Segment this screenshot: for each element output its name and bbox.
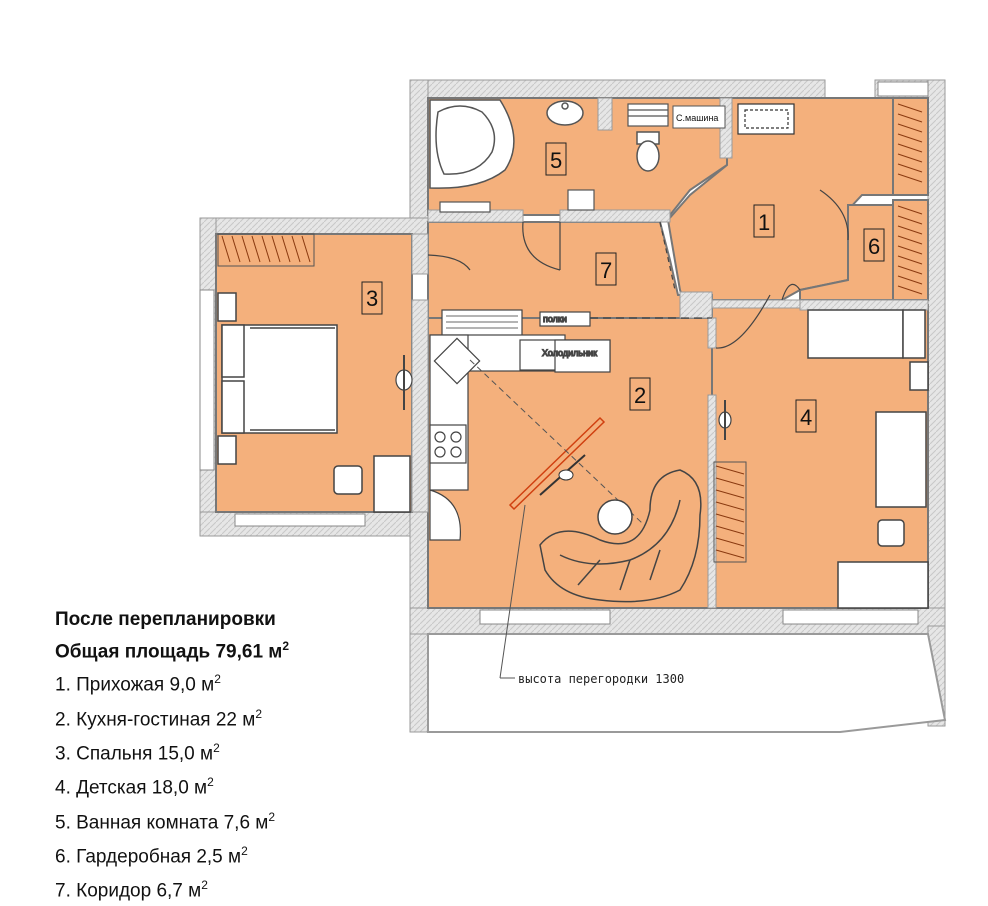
legend-item-bathroom: 5. Ванная комната 7,6 м2 (55, 809, 276, 833)
living-furniture (539, 469, 702, 603)
room-1-number: 1 (758, 210, 770, 235)
legend-item-children: 4. Детская 18,0 м2 (55, 775, 214, 799)
room-4-number: 4 (800, 405, 812, 430)
room-labels: 1 2 3 4 5 6 7 (361, 142, 885, 433)
room-7-floor (427, 221, 713, 319)
room-3-number: 3 (366, 286, 378, 311)
toilet (636, 131, 660, 172)
hall-bench (737, 103, 795, 135)
room-2-number: 2 (634, 383, 646, 408)
legend-item-bedroom: 3. Спальня 15,0 м2 (55, 740, 220, 765)
room-7-number: 7 (600, 258, 612, 283)
washing-machine: С.машина (672, 105, 726, 129)
room-5-number: 5 (550, 148, 562, 173)
bathroom-sink (546, 100, 584, 126)
area-legend: После перепланировки Общая площадь 79,61… (55, 607, 289, 906)
bedroom-door (395, 254, 471, 410)
bedroom-desk (333, 455, 411, 513)
radiators (439, 103, 669, 213)
kitchen-counter: Холодильник (429, 334, 611, 541)
room-6-number: 6 (868, 234, 880, 259)
washer-label: С.машина (676, 113, 718, 123)
legend-item-hall: 1. Прихожая 9,0 м2 (55, 672, 221, 696)
shelves-label: полки (543, 314, 567, 324)
bathtub (429, 99, 515, 189)
legend-title: После перепланировки (55, 609, 276, 630)
low-partition: высота перегородки 1300 (469, 359, 684, 686)
legend-item-kitchen: 2. Кухня-гостиная 22 м2 (55, 706, 262, 730)
legend-item-wardrobe: 6. Гардеробная 2,5 м2 (55, 843, 248, 868)
legend-item-corridor: 7. Коридор 6,7 м2 (55, 878, 208, 902)
fridge-label: Холодильник (542, 348, 597, 358)
partition-note: высота перегородки 1300 (518, 672, 684, 686)
windows (199, 81, 929, 625)
children-furniture (807, 309, 929, 609)
corridor-shelves: полки (441, 309, 591, 337)
inner-walls (411, 97, 929, 609)
door-swings (522, 189, 849, 440)
wardrobe-hangers (217, 103, 923, 563)
double-bed (217, 292, 338, 465)
legend-total-area: Общая площадь 79,61 м2 (55, 639, 290, 663)
